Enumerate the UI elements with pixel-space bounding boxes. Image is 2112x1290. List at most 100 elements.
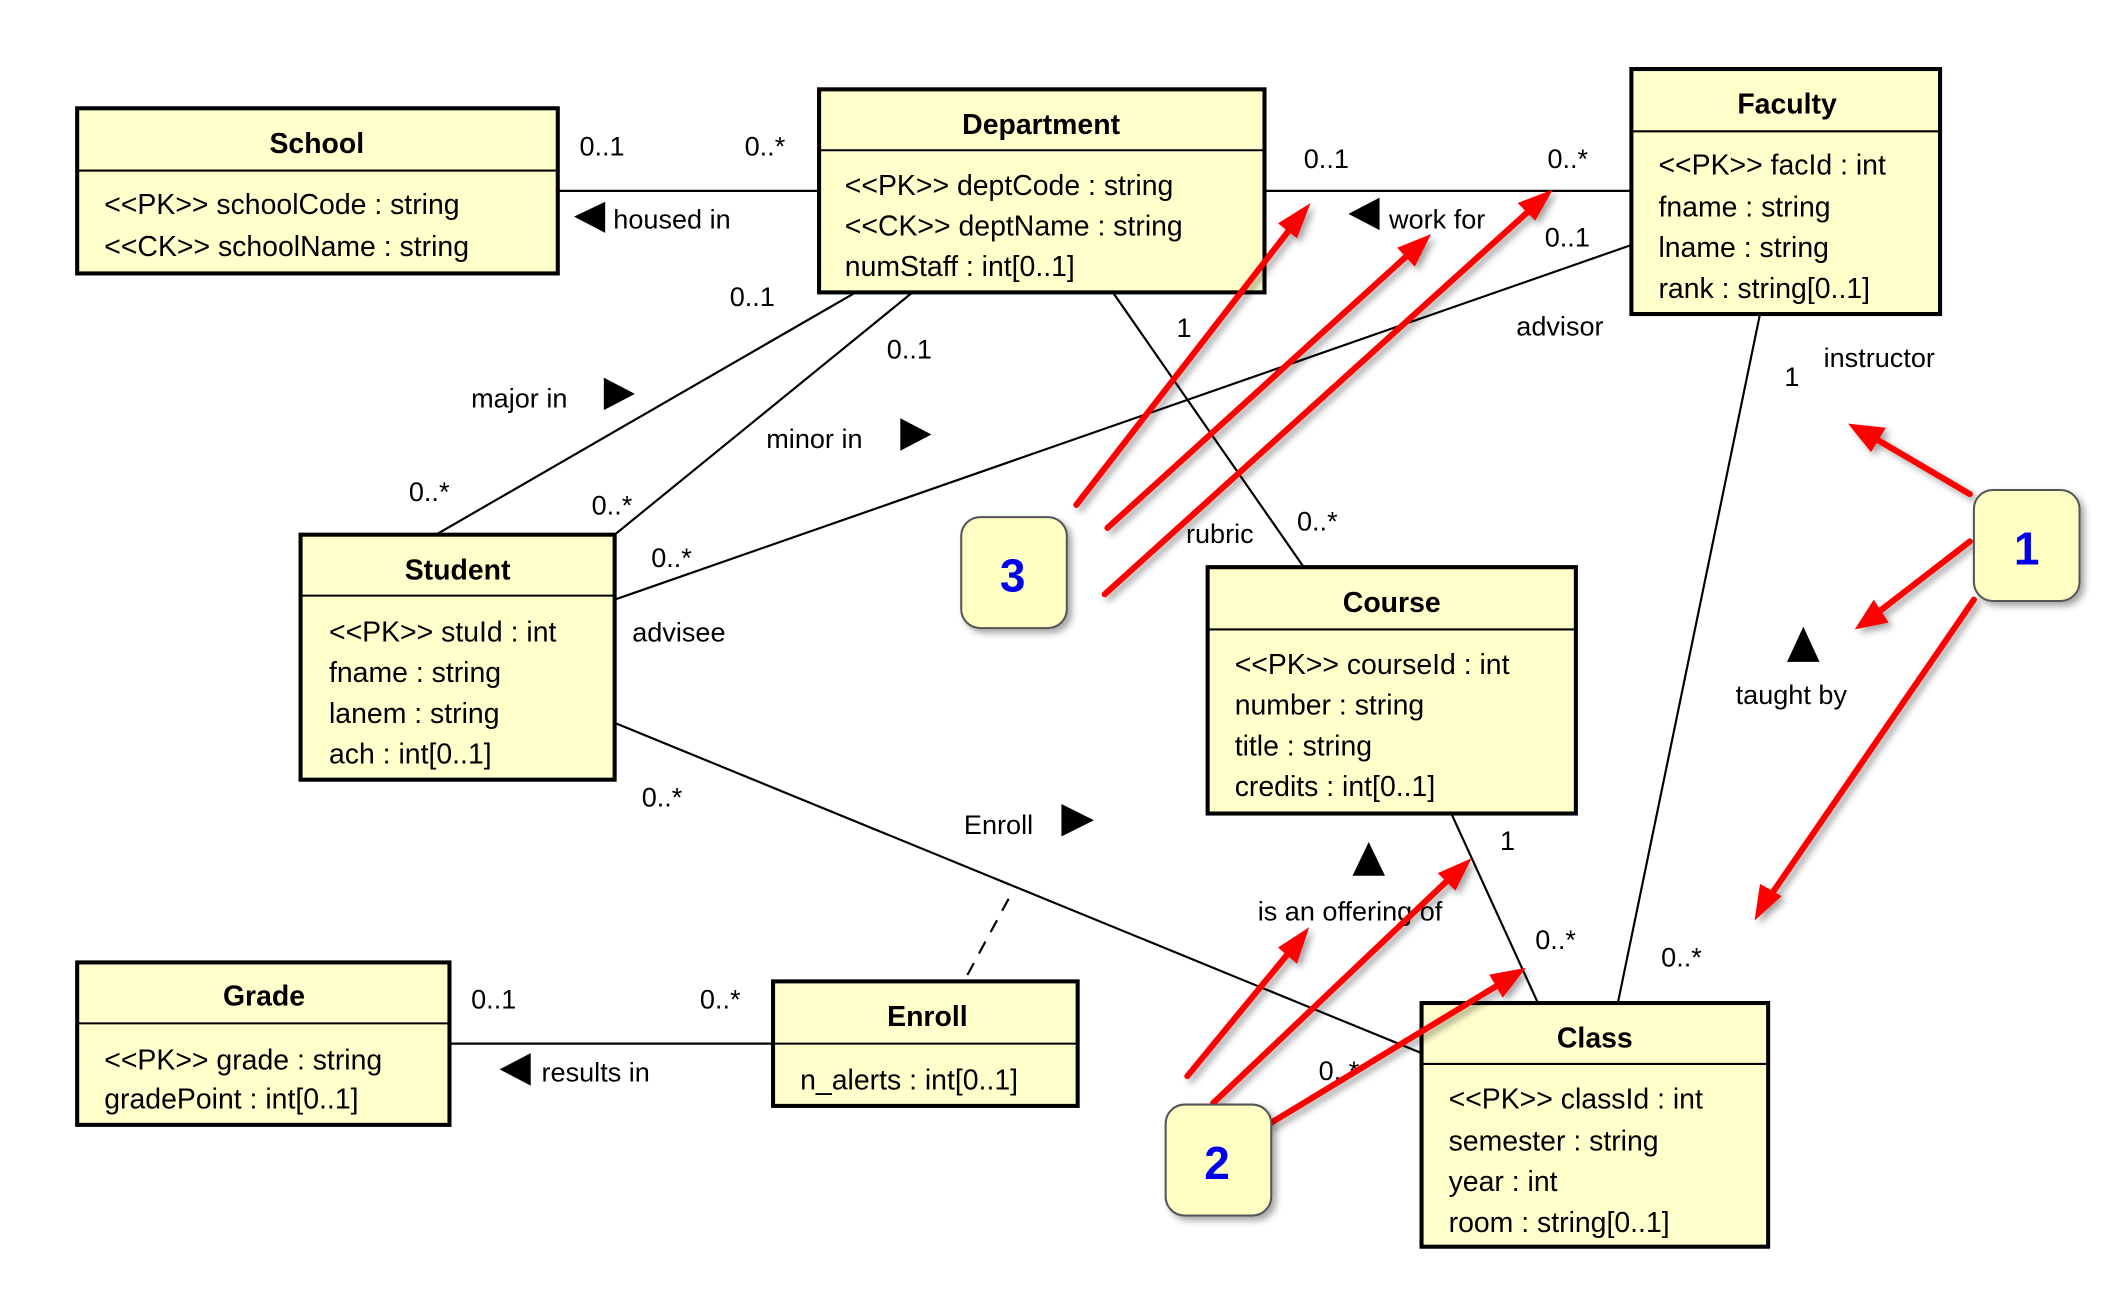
callout-number: 1	[2014, 522, 2040, 574]
direction-left-icon	[574, 201, 606, 233]
class-attribute: <<PK>> facId : int	[1658, 150, 1886, 182]
class-attribute: <<CK>> schoolName : string	[104, 231, 469, 263]
red-arrow	[1210, 858, 1472, 1107]
class-course[interactable]: Course <<PK>> courseId : int number : st…	[1205, 565, 1578, 816]
association-label: housed in	[613, 204, 730, 235]
direction-right-icon	[900, 418, 932, 451]
multiplicity-label: 0..*	[409, 476, 450, 507]
class-title: Student	[405, 554, 511, 586]
class-student[interactable]: Student <<PK>> stuId : int fname : strin…	[298, 532, 617, 782]
red-arrow	[1848, 423, 1973, 498]
class-attribute: room : string[0..1]	[1449, 1207, 1670, 1239]
class-department[interactable]: Department <<PK>> deptCode : string <<CK…	[817, 87, 1267, 295]
red-arrow	[1073, 203, 1311, 508]
class-attribute: n_alerts : int[0..1]	[800, 1065, 1018, 1097]
multiplicity-label: 0..*	[1661, 941, 1702, 972]
advisor-line[interactable]	[614, 243, 1632, 601]
minor-in-line[interactable]	[613, 291, 914, 536]
class-title: Grade	[223, 981, 305, 1013]
class-attribute: <<CK>> deptName : string	[845, 211, 1183, 243]
direction-up-icon	[1352, 841, 1385, 876]
class-attribute: fname : string	[1658, 192, 1830, 224]
direction-right-icon	[1061, 804, 1094, 837]
class-attribute: lname : string	[1658, 232, 1829, 264]
direction-right-icon	[603, 377, 635, 411]
association-label: minor in	[766, 423, 862, 454]
class-attribute: year : int	[1449, 1166, 1558, 1198]
association-class-link	[962, 898, 1010, 982]
annotation-arrows	[1073, 189, 1977, 1127]
multiplicity-label: 0..*	[1547, 143, 1588, 174]
red-arrow	[1754, 596, 1977, 921]
class-attribute: fname : string	[329, 657, 501, 689]
class-title: Faculty	[1737, 89, 1837, 121]
class-attribute: <<PK>> deptCode : string	[845, 170, 1174, 202]
multiplicity-label: 0..*	[642, 782, 683, 813]
red-arrow	[1104, 234, 1432, 531]
class-attribute: semester : string	[1449, 1126, 1659, 1158]
major-in-line[interactable]	[435, 291, 857, 536]
class-attribute: <<PK>> grade : string	[104, 1044, 382, 1076]
multiplicity-label: 0..1	[1304, 143, 1349, 174]
class-attribute: <<PK>> classId : int	[1449, 1084, 1703, 1116]
callout-badge-3	[960, 516, 1068, 630]
class-attribute: rank : string[0..1]	[1658, 273, 1870, 305]
callout-badge-2	[1164, 1103, 1273, 1217]
red-arrow	[1101, 189, 1553, 598]
multiplicity-label: 0..1	[1545, 221, 1590, 252]
offering-of-line[interactable]	[1450, 813, 1539, 1004]
association-label: results in	[542, 1057, 650, 1088]
class-title: Department	[962, 109, 1120, 141]
direction-up-icon	[1787, 626, 1820, 662]
role-label: advisee	[632, 617, 725, 648]
multiplicity-label: 0..*	[592, 489, 633, 520]
association-label: work for	[1388, 204, 1485, 235]
association-lines	[435, 189, 1762, 1055]
direction-left-icon	[499, 1053, 531, 1086]
class-attribute: <<PK>> courseId : int	[1235, 649, 1510, 681]
class-grade[interactable]: Grade <<PK>> grade : string gradePoint :…	[75, 960, 452, 1127]
multiplicity-label: 0..*	[1297, 506, 1338, 537]
class-attribute: number : string	[1235, 690, 1424, 722]
class-attribute: gradePoint : int[0..1]	[104, 1084, 358, 1116]
multiplicity-label: 0..1	[887, 334, 932, 365]
class-attribute: <<PK>> schoolCode : string	[104, 189, 459, 221]
multiplicity-label: 1	[1784, 361, 1799, 392]
class-class[interactable]: Class <<PK>> classId : int semester : st…	[1419, 1001, 1771, 1249]
class-attribute: <<PK>> stuId : int	[329, 617, 557, 649]
class-faculty[interactable]: Faculty <<PK>> facId : int fname : strin…	[1629, 67, 1943, 317]
rubric-line[interactable]	[1111, 291, 1305, 568]
red-arrow	[1266, 967, 1526, 1127]
multiplicity-label: 0..*	[1535, 924, 1576, 955]
multiplicity-label: 1	[1176, 312, 1191, 343]
taught-by-line[interactable]	[1616, 313, 1762, 1004]
association-label: Enroll	[964, 809, 1033, 840]
multiplicity-label: 0..*	[651, 542, 692, 573]
class-title: Course	[1343, 587, 1441, 619]
callout-number: 2	[1204, 1137, 1230, 1189]
class-title: Enroll	[887, 1001, 968, 1033]
role-label: instructor	[1824, 342, 1935, 373]
red-arrow	[1184, 927, 1310, 1080]
class-attribute: credits : int[0..1]	[1235, 771, 1436, 803]
association-label: rubric	[1186, 518, 1254, 549]
enroll-line[interactable]	[614, 721, 1422, 1055]
red-arrow	[1854, 538, 1973, 630]
callout-badge-1	[1972, 488, 2081, 603]
multiplicity-label: 0..*	[745, 131, 786, 162]
class-attribute: numStaff : int[0..1]	[845, 251, 1075, 283]
association-label: taught by	[1736, 679, 1848, 710]
class-title: Class	[1557, 1023, 1633, 1055]
class-title: School	[269, 128, 364, 160]
association-labels: 0..1 0..* housed in 0..1 0..* work for 0…	[409, 131, 1935, 1088]
multiplicity-label: 0..1	[471, 983, 516, 1014]
class-attribute: lanem : string	[329, 698, 500, 730]
class-school[interactable]: School <<PK>> schoolCode : string <<CK>>…	[75, 106, 560, 276]
multiplicity-label: 0..1	[579, 131, 624, 162]
multiplicity-label: 0..1	[730, 281, 775, 312]
multiplicity-label: 1	[1500, 825, 1515, 856]
class-enroll[interactable]: Enroll n_alerts : int[0..1]	[771, 979, 1080, 1108]
association-label: major in	[471, 382, 567, 413]
multiplicity-label: 0..*	[700, 983, 741, 1014]
